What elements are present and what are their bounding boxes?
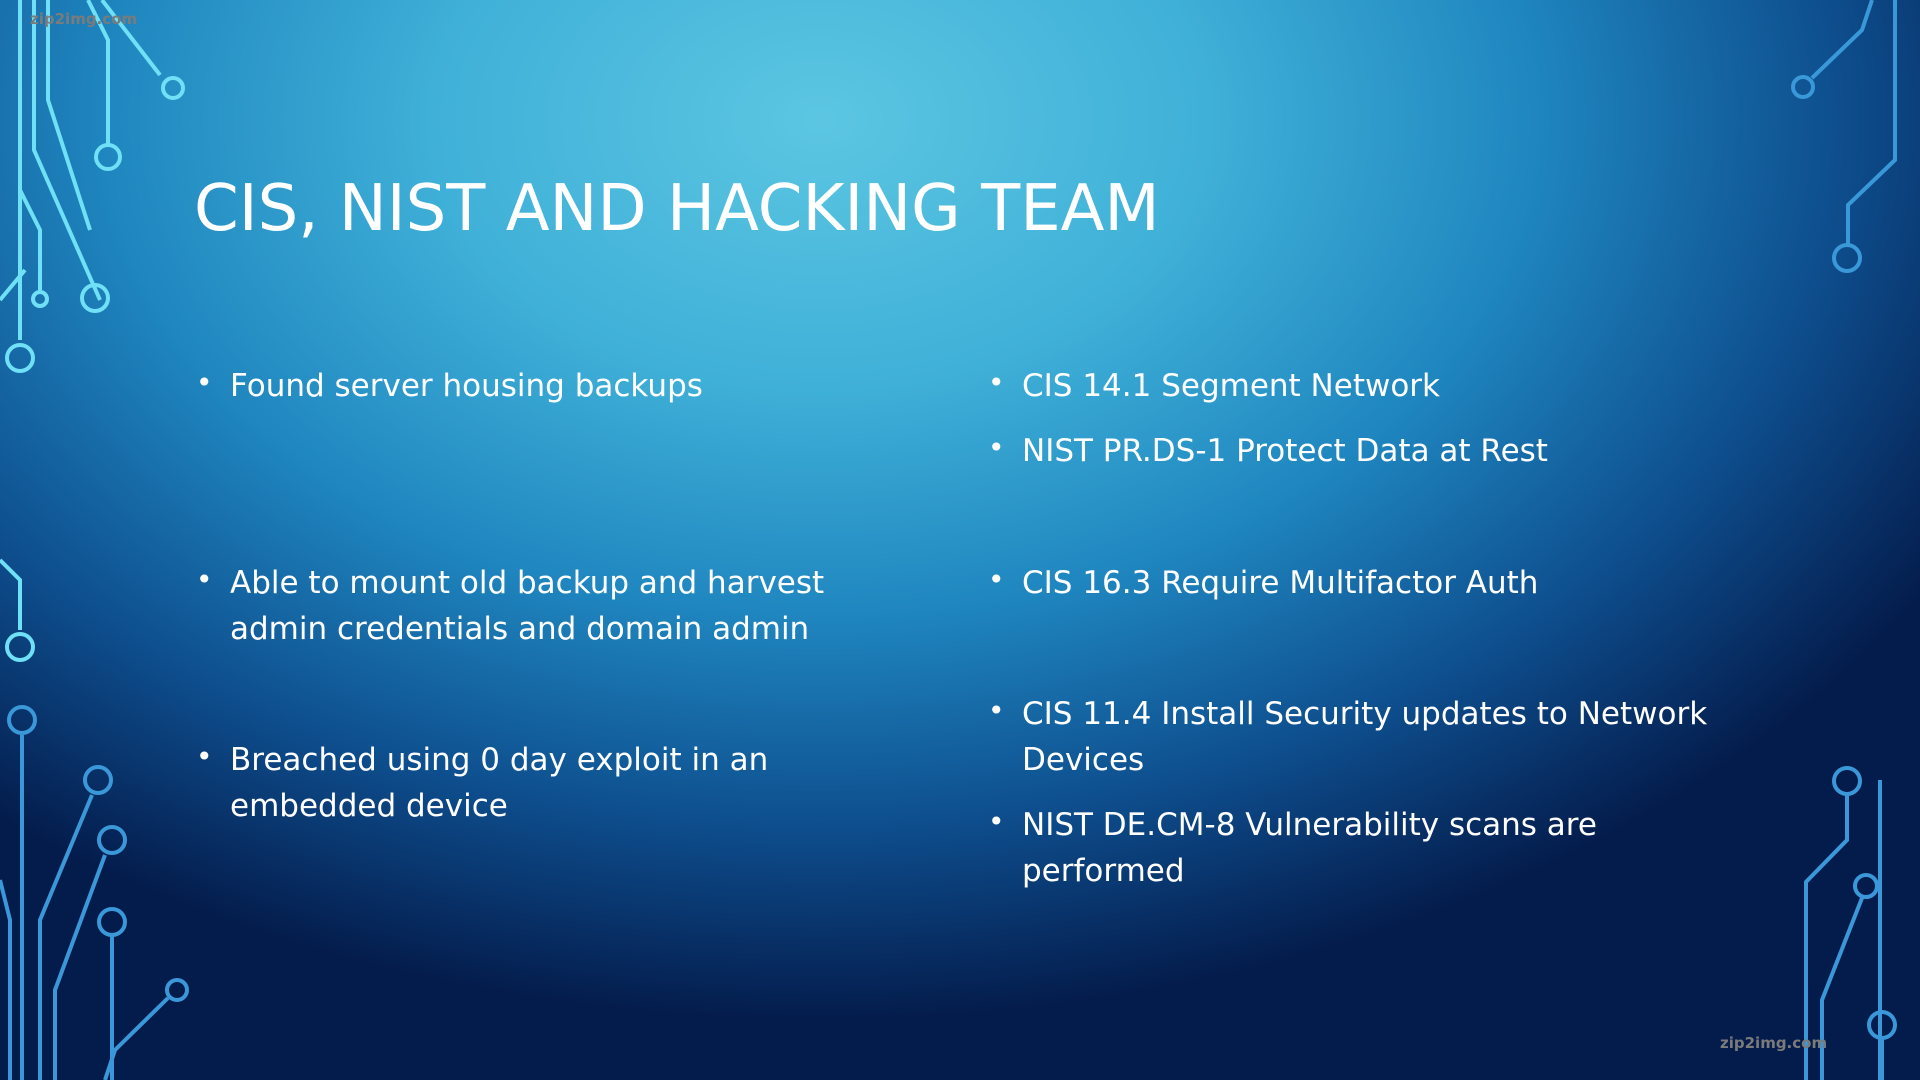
bullet-icon: • [988, 431, 1005, 464]
bullet-text: Found server housing backups [230, 368, 703, 404]
bullet-text: Breached using 0 day exploit in an embed… [230, 742, 769, 824]
bullet-item: • Found server housing backups [196, 363, 930, 409]
bullet-icon: • [988, 694, 1005, 727]
bullet-item: • CIS 11.4 Install Security updates to Ne… [988, 691, 1722, 783]
watermark: zip2img.com [30, 10, 138, 28]
bullet-icon: • [988, 805, 1005, 838]
bullet-text: CIS 16.3 Require Multifactor Auth [1022, 565, 1539, 601]
bullet-icon: • [988, 563, 1005, 596]
bullet-icon: • [196, 740, 213, 773]
bullet-item: • NIST DE.CM-8 Vulnerability scans are pe… [988, 802, 1642, 894]
bullet-text: Able to mount old backup and harvest adm… [230, 565, 825, 647]
bullet-text: NIST DE.CM-8 Vulnerability scans are per… [1022, 807, 1597, 889]
bullet-text: CIS 14.1 Segment Network [1022, 368, 1440, 404]
bullet-text: CIS 11.4 Install Security updates to Net… [1022, 696, 1708, 778]
bullet-item: • CIS 14.1 Segment Network [988, 363, 1722, 409]
bullet-icon: • [196, 563, 213, 596]
bullet-text: NIST PR.DS-1 Protect Data at Rest [1022, 433, 1548, 469]
watermark: zip2img.com [1720, 1034, 1828, 1052]
bullet-item: • NIST PR.DS-1 Protect Data at Rest [988, 428, 1722, 474]
bullet-icon: • [988, 366, 1005, 399]
bullet-icon: • [196, 366, 213, 399]
bullet-item: • Able to mount old backup and harvest ad… [196, 560, 930, 652]
bullet-item: • Breached using 0 day exploit in an embe… [196, 737, 850, 829]
bullet-item: • CIS 16.3 Require Multifactor Auth [988, 560, 1722, 606]
slide-title: CIS, NIST AND HACKING TEAM [194, 172, 1160, 246]
